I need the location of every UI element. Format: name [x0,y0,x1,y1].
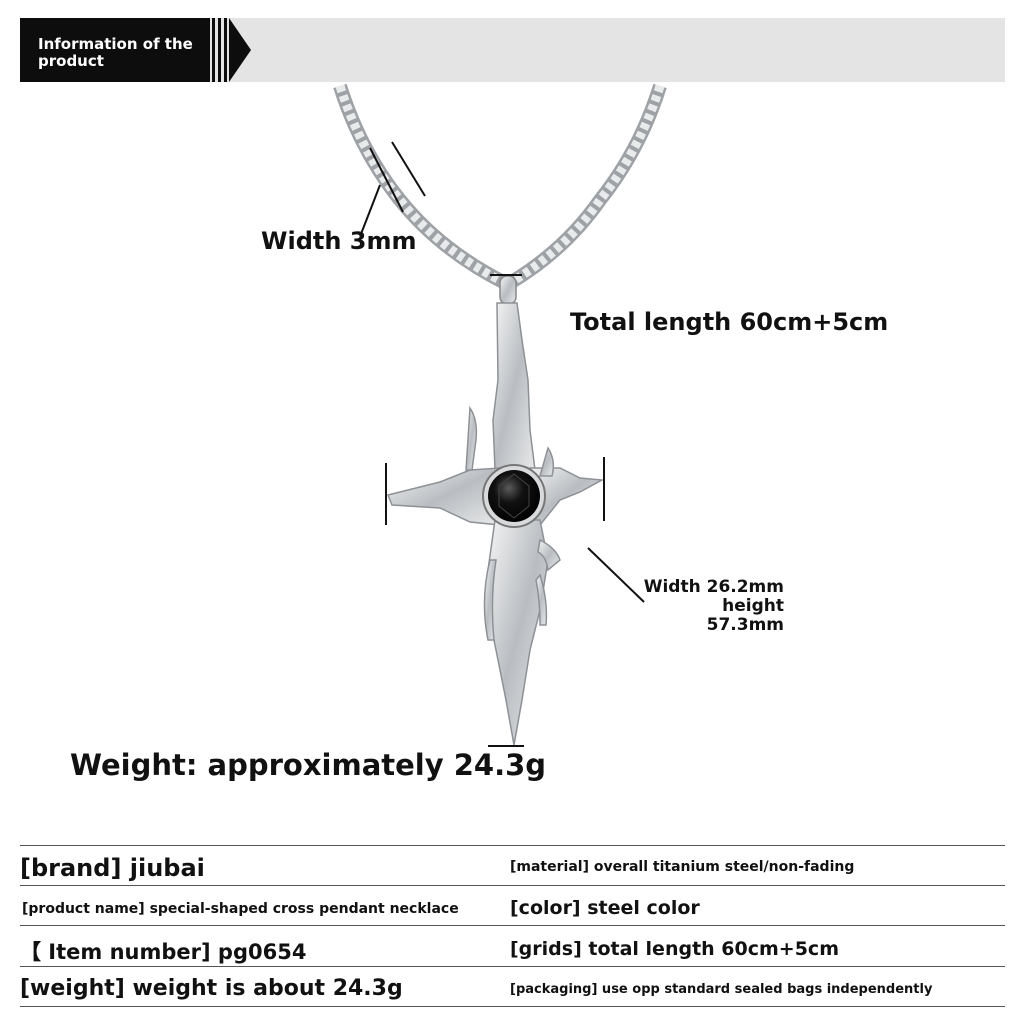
product-image [333,83,667,747]
table-divider [20,845,1005,846]
spec-weight: [weight] weight is about 24.3g [20,976,403,1001]
black-gem [488,470,540,522]
chain-width-label: Width 3mm [261,227,417,255]
spec-packaging: [packaging] use opp standard sealed bags… [510,982,933,997]
header-arrow-icon [229,18,251,82]
pendant-height-value: 57.3mm [706,615,784,635]
header-tag [20,18,210,82]
total-length-label: Total length 60cm+5cm [570,308,889,336]
measure-lines [360,141,645,747]
spec-product-name: [product name] special-shaped cross pend… [22,901,459,917]
table-divider [20,885,1005,886]
spec-grids: [grids] total length 60cm+5cm [510,938,839,960]
weight-label: Weight: approximately 24.3g [70,748,547,782]
table-divider [20,925,1005,926]
pendant-width-label: Width 26.2mm [643,577,784,597]
header-stripe [218,18,221,82]
cross-pendant [386,302,605,746]
header-title: Information of the product [38,35,193,70]
spec-item-number: 【 Item number] pg0654 [20,940,307,964]
spec-color: [color] steel color [510,897,700,919]
spec-brand: [brand] jiubai [20,854,205,882]
pendant-height-label: height [722,596,784,616]
table-divider [20,966,1005,967]
header-stripe [212,18,215,82]
spec-material: [material] overall titanium steel/non-fa… [510,859,855,875]
pendant-bail [499,275,517,305]
table-divider [20,1006,1005,1007]
chain [333,83,667,290]
header-stripe [224,18,227,82]
pendant-dimensions-label: Width 26.2mm height 57.3mm [600,578,784,635]
